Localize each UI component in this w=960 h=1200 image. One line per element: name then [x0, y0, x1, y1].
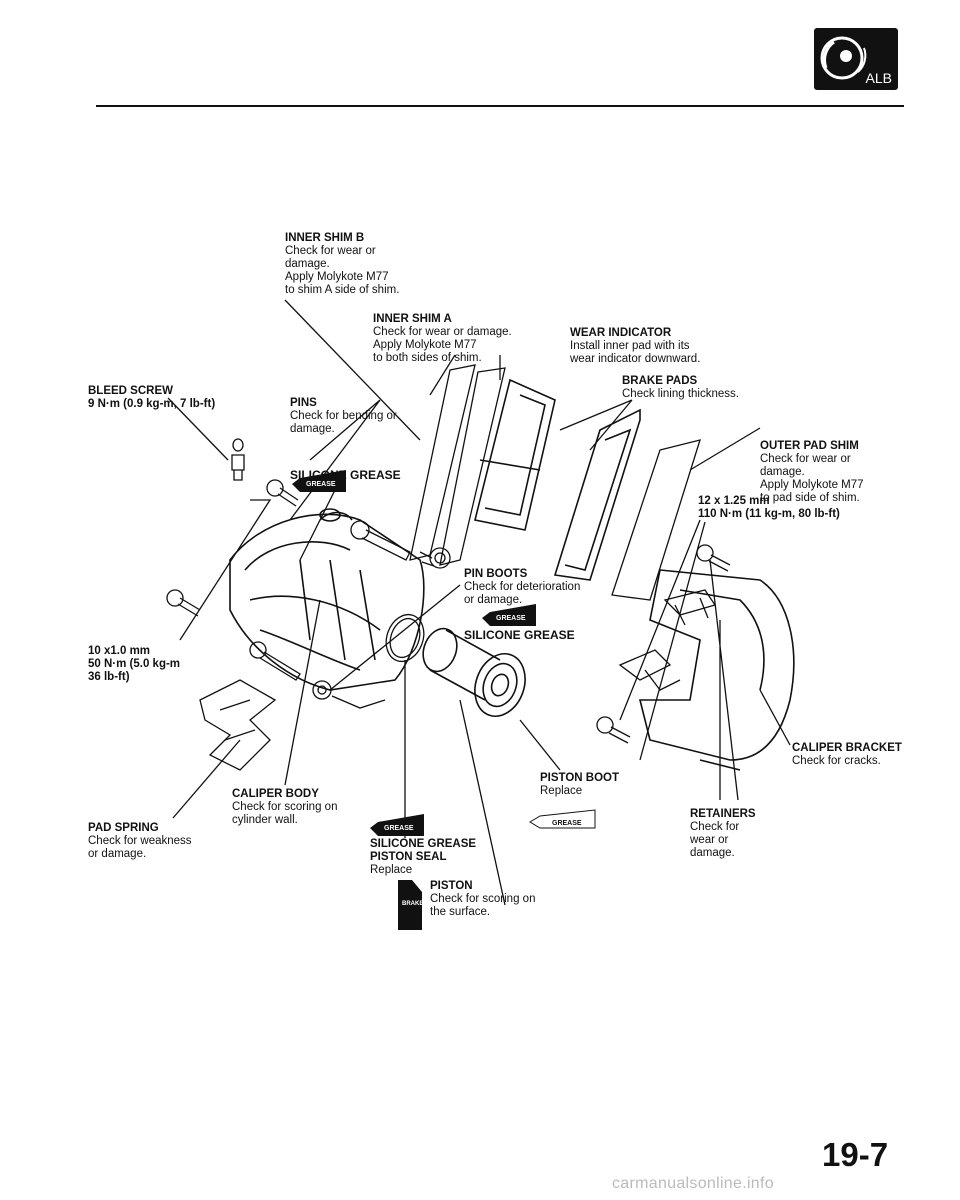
- outer-pad-shim-part: [611, 439, 701, 601]
- caliper-bolt-top: [266, 479, 299, 507]
- grease-tube-label: GREASE: [306, 481, 336, 488]
- grease-tube-icon-2: GREASE: [482, 604, 536, 626]
- label-caliper-body: CALIPER BODY Check for scoring on cylind…: [232, 788, 338, 826]
- leader-bolt-10: [179, 499, 272, 641]
- bracket-bolt-bottom: [596, 716, 631, 744]
- bracket-bolt-top: [696, 544, 731, 572]
- outer-brake-pad-part: [553, 408, 641, 581]
- grease-tube-label: GREASE: [552, 820, 582, 827]
- page-number: 19-7: [822, 1136, 889, 1173]
- caliper-body-part: [229, 508, 425, 691]
- inner-shim-a-part: [439, 367, 506, 566]
- leader-pad-spring: [172, 739, 241, 819]
- guide-pin-lower: [249, 641, 301, 681]
- grease-tube-label: GREASE: [496, 615, 526, 622]
- grease-tube-label: GREASE: [384, 825, 414, 832]
- piston-boot-part: [474, 653, 526, 717]
- label-bolt-12: 12 x 1.25 mm 110 N·m (11 kg-m, 80 lb-ft): [698, 495, 840, 520]
- label-piston-boot: PISTON BOOT Replace: [540, 772, 620, 797]
- pin-boot-lower: [312, 680, 386, 709]
- label-bolt-10: 10 x1.0 mm 50 N·m (5.0 kg-m 36 lb-ft): [88, 645, 181, 683]
- grease-tube-icon-3: GREASE: [370, 814, 424, 836]
- pin-boot-upper: [419, 547, 451, 569]
- piston-seal-ring: [385, 613, 425, 663]
- caliper-bracket-part: [638, 569, 795, 771]
- leader-bolt-12-a: [619, 519, 701, 721]
- label-retainers: RETAINERS Check for wear or damage.: [690, 808, 756, 859]
- retainer-upper: [663, 589, 717, 626]
- label-inner-shim-a: INNER SHIM A Check for wear or damage. A…: [373, 313, 512, 364]
- label-pins: PINS Check for bending or damage.: [290, 397, 397, 435]
- leader-bleed-screw: [167, 397, 229, 461]
- leader-bolt-12-b: [639, 521, 706, 761]
- label-piston: PISTON Check for scoring on the surface.: [430, 880, 536, 918]
- guide-pin-upper: [350, 520, 411, 561]
- label-pad-spring: PAD SPRING Check for weakness or damage.: [88, 822, 192, 860]
- label-silicone-grease-2: SILICONE GREASE: [464, 628, 575, 642]
- header-rule: [96, 105, 904, 107]
- caliper-bolt-left: [166, 589, 201, 617]
- label-caliper-bracket: CALIPER BRACKET Check for cracks.: [792, 742, 902, 767]
- section-logo-badge: ALB: [814, 28, 898, 90]
- watermark-text: carmanualsonline.info: [612, 1175, 774, 1192]
- leader-caliper-body: [284, 599, 321, 786]
- leader-piston: [459, 699, 506, 906]
- brake-disc-icon: [820, 36, 867, 80]
- label-brake-pads: BRAKE PADS Check lining thickness.: [622, 375, 739, 400]
- label-bleed-screw: BLEED SCREW 9 N·m (0.9 kg-m, 7 lb-ft): [88, 385, 216, 410]
- label-silicone-grease-1: SILICONE GREASE: [290, 468, 401, 482]
- bleed-screw-part: [231, 438, 245, 481]
- grease-tube-icon-1: GREASE: [292, 470, 346, 492]
- label-pin-boots: PIN BOOTS Check for deterioration or dam…: [464, 568, 581, 606]
- brake-fluid-bottle-icon: BRAKE FLUID: [398, 880, 443, 930]
- pad-spring-part: [199, 679, 277, 771]
- inner-brake-pad-part: [474, 378, 556, 531]
- label-outer-pad-shim: OUTER PAD SHIM Check for wear or damage.…: [760, 440, 864, 504]
- leader-caliper-bracket: [759, 689, 791, 746]
- leader-pin-boots: [329, 584, 461, 691]
- label-inner-shim-b: INNER SHIM B Check for wear or damage. A…: [285, 232, 400, 296]
- leader-inner-shim-b: [284, 299, 421, 441]
- label-piston-seal: SILICONE GREASE PISTON SEAL Replace: [370, 838, 477, 876]
- leader-piston-boot: [519, 719, 561, 771]
- grease-tube-outline-icon: GREASE: [529, 809, 596, 829]
- leader-outer-pad-shim: [689, 427, 761, 471]
- label-wear-indicator: WEAR INDICATOR Install inner pad with it…: [570, 327, 701, 365]
- leader-pins: [289, 399, 381, 521]
- brake-fluid-label: BRAKE FLUID: [402, 901, 443, 907]
- section-badge-text: ALB: [865, 70, 892, 86]
- retainer-lower: [618, 649, 681, 691]
- inner-shim-b-part: [409, 364, 476, 561]
- leader-inner-shim-a: [429, 354, 456, 396]
